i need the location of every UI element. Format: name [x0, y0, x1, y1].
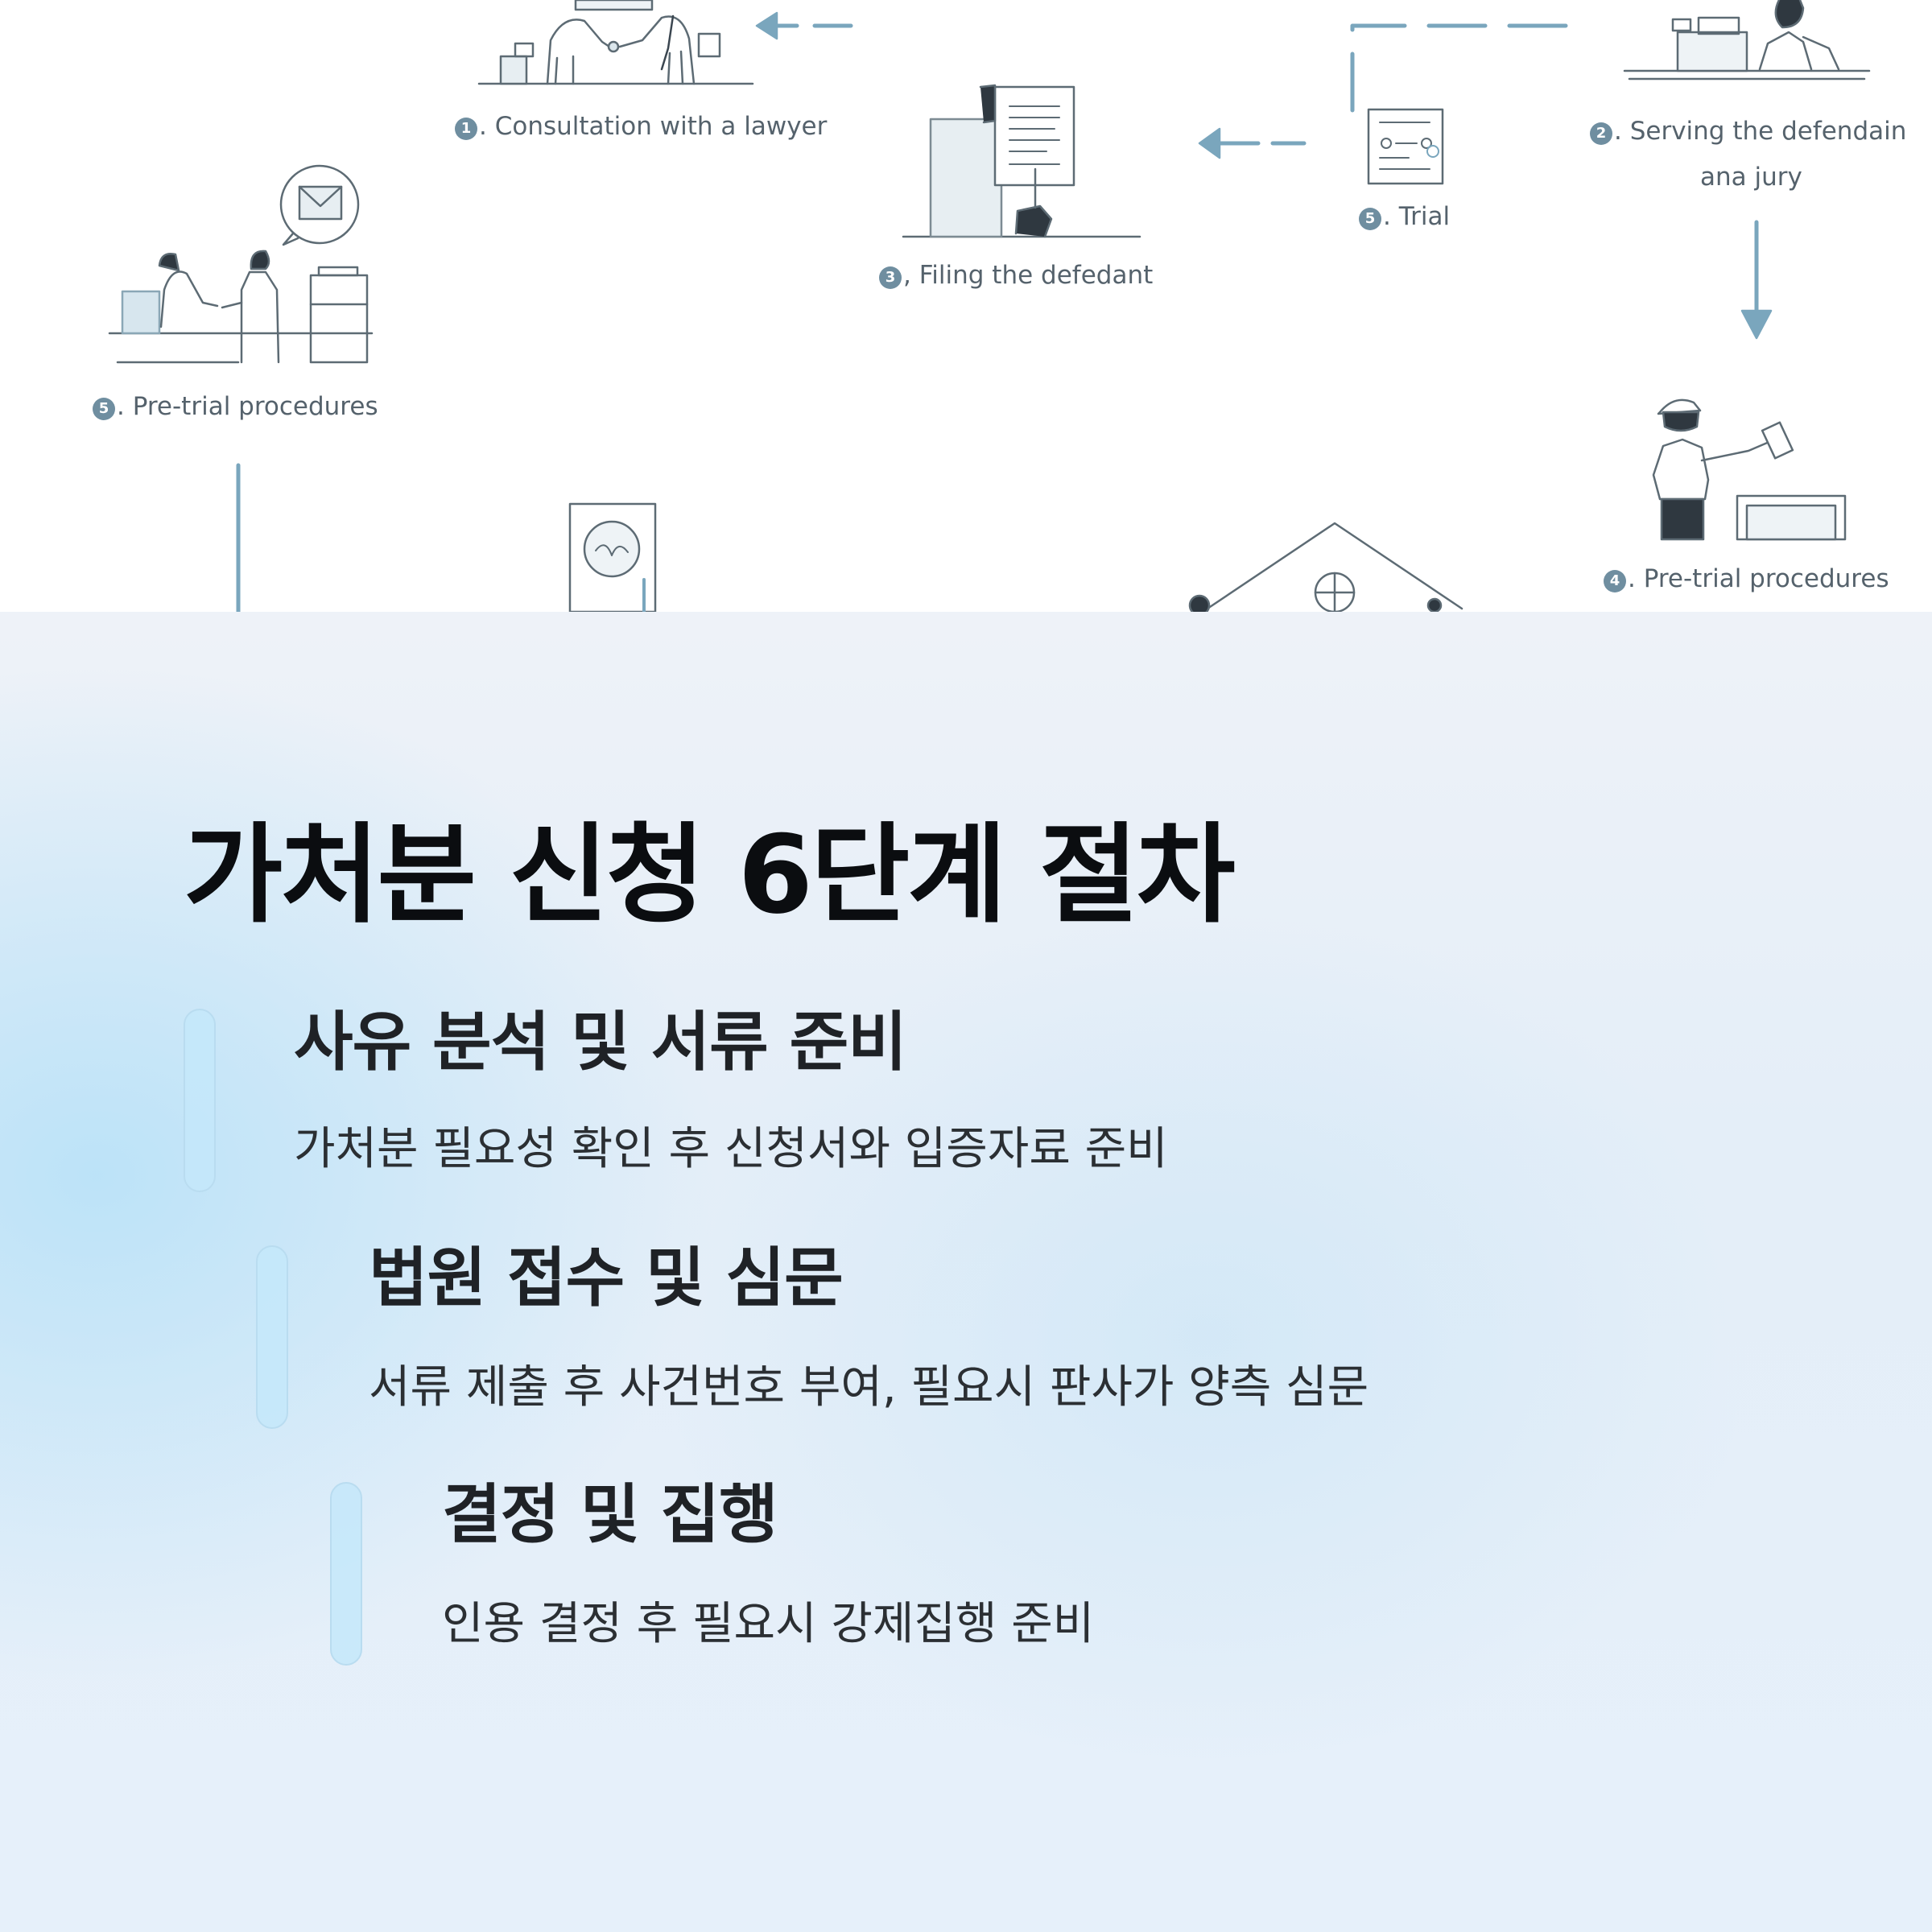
certificate-icon	[568, 502, 657, 612]
step-indicator-bar	[330, 1482, 362, 1666]
house-icon	[1188, 522, 1463, 612]
step-title: 결정 및 집행	[442, 1477, 778, 1552]
officer-gavel-icon	[1652, 398, 1847, 541]
filing-document-icon	[902, 84, 1141, 238]
process-illustration: 1. Consultation with a lawyer 2. Serving…	[0, 0, 1932, 612]
step-indicator-bar	[184, 1009, 216, 1192]
step-title: 사유 분석 및 서류 준비	[294, 1005, 907, 1080]
step-description: 가처분 필요성 확인 후 신청서와 입증자료 준비	[294, 1123, 1168, 1175]
trial-form-icon	[1367, 108, 1444, 185]
caption-pretrial-left: 5. Pre-trial procedures	[93, 394, 378, 420]
caption-pretrial-right: 4. Pre-trial procedures	[1604, 567, 1889, 592]
pre-trial-meeting-icon	[108, 164, 374, 364]
caption-filing: 3, Filing the defedant	[879, 263, 1153, 289]
step-title: 법원 접수 및 심문	[369, 1241, 844, 1315]
procedure-card: 가처분 신청 6단계 절차 사유 분석 및 서류 준비 가처분 필요성 확인 후…	[0, 612, 1932, 1932]
step-indicator-bar	[256, 1245, 288, 1429]
caption-consultation: 1. Consultation with a lawyer	[455, 114, 827, 140]
flow-diagram	[108, 0, 1871, 612]
page-title: 가처분 신청 6단계 절차	[184, 812, 1236, 938]
caption-serving-line2: ana jury	[1700, 163, 1802, 192]
desk-serving-icon	[1623, 0, 1871, 80]
caption-trial: 5. Trial	[1359, 204, 1450, 230]
handshake-consultation-icon	[477, 0, 754, 85]
step-description: 서류 제출 후 사건번호 부여, 필요시 판사가 양측 심문	[369, 1361, 1369, 1414]
caption-serving: 2. Serving the defendain	[1590, 119, 1906, 145]
step-description: 인용 결정 후 필요시 강제집행 준비	[442, 1598, 1095, 1650]
